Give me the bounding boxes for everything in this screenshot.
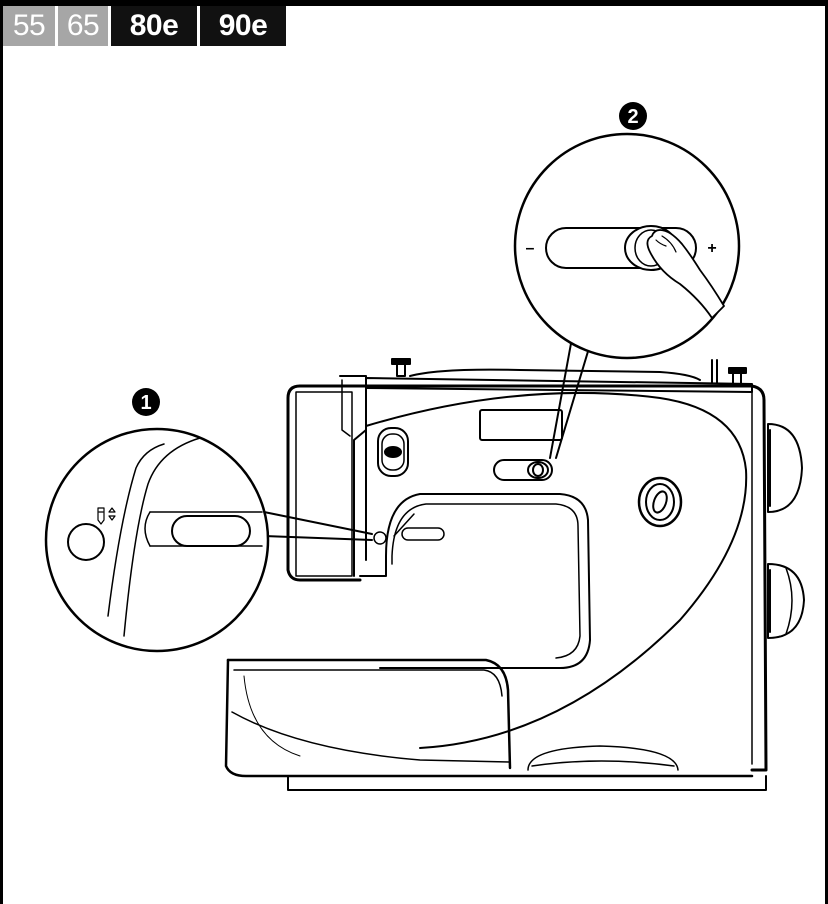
display-window (479, 409, 563, 441)
hand-wheel (767, 423, 805, 639)
callout-1: 1 (44, 388, 373, 653)
tension-slider-small (493, 459, 553, 481)
model-tab-65: 65 (58, 6, 108, 46)
stitch-selector-dial (377, 427, 409, 477)
stitch-length-knob (637, 476, 683, 528)
sewing-machine (224, 358, 805, 791)
model-tab-55: 55 (3, 6, 55, 46)
callout-2-number: 2 (627, 106, 638, 128)
callout-2-marker (619, 102, 647, 130)
needle-position-button (67, 523, 105, 561)
minus-sign: – (526, 240, 535, 257)
callout-1-magnifier (44, 427, 270, 653)
needle-position-icon (97, 507, 116, 525)
model-tabs: 55 65 80e 90e (3, 6, 289, 46)
sewing-machine-diagram: 1 2 (44, 102, 805, 791)
model-tab-90e: 90e (200, 6, 286, 46)
plus-sign: + (707, 240, 716, 257)
model-tab-80e: 80e (111, 6, 197, 46)
callout-2: 2 – + (513, 102, 741, 459)
spool-pin-left (391, 358, 411, 377)
callout-1-marker (132, 388, 160, 416)
spool-pin-right (711, 359, 747, 385)
callout-1-number: 1 (140, 392, 151, 414)
finger-icon (646, 229, 725, 319)
